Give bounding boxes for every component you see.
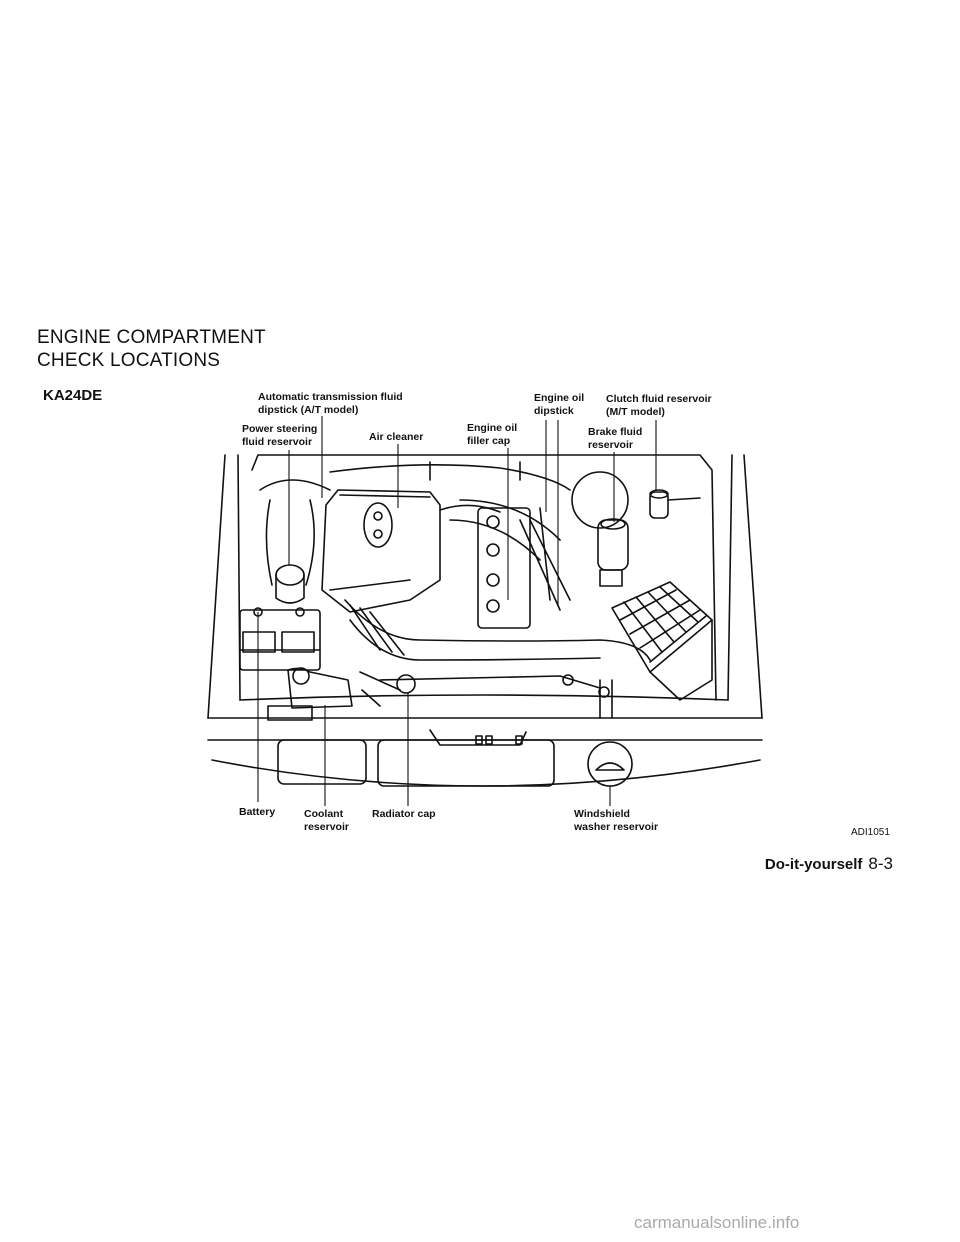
brake-reservoir-shape: [571, 471, 629, 587]
footer-page-number: 8-3: [868, 854, 893, 873]
label-atf-line1: Automatic transmission fluid: [258, 391, 403, 403]
label-clutch-line1: Clutch fluid reservoir: [606, 393, 712, 405]
section-title-line1: ENGINE COMPARTMENT: [37, 327, 266, 348]
label-clutch-line2: (M/T model): [606, 406, 665, 418]
label-atf-dipstick: Automatic transmission fluid dipstick (A…: [258, 391, 403, 417]
section-title: ENGINE COMPARTMENT CHECK LOCATIONS: [37, 326, 266, 372]
label-oil-dipstick-line2: dipstick: [534, 405, 574, 417]
label-power-steering: Power steering fluid reservoir: [242, 423, 317, 449]
label-washer-line2: washer reservoir: [574, 821, 659, 833]
engine-model-label: KA24DE: [43, 387, 103, 404]
label-washer-reservoir: Windshield washer reservoir: [574, 808, 658, 834]
label-radiator-line1: Radiator cap: [372, 808, 436, 820]
label-atf-line2: dipstick (A/T model): [258, 404, 359, 416]
label-battery-line1: Battery: [239, 806, 276, 818]
body-outline: [207, 454, 763, 719]
label-coolant-line2: reservoir: [304, 821, 349, 833]
label-brake-line1: Brake fluid: [588, 426, 643, 438]
label-oil-filler-line1: Engine oil: [467, 422, 518, 434]
label-coolant-line1: Coolant: [304, 808, 344, 820]
label-oil-filler-cap: Engine oil filler cap: [467, 422, 517, 448]
label-oil-dipstick: Engine oil dipstick: [534, 392, 584, 418]
section-title-line2: CHECK LOCATIONS: [37, 350, 221, 371]
label-clutch-reservoir: Clutch fluid reservoir (M/T model): [606, 393, 712, 419]
power-steering-reservoir-shape: [259, 479, 331, 604]
label-air-cleaner-line1: Air cleaner: [369, 431, 424, 443]
label-battery: Battery: [239, 806, 275, 819]
label-power-steering-line2: fluid reservoir: [242, 436, 313, 448]
page-footer: Do-it-yourself 8-3: [765, 854, 893, 874]
air-filter-grid: [611, 581, 713, 701]
label-air-cleaner: Air cleaner: [369, 431, 423, 444]
label-oil-dipstick-line1: Engine oil: [534, 392, 585, 404]
label-power-steering-line1: Power steering: [242, 423, 318, 435]
air-cleaner-shape: [321, 489, 441, 613]
label-brake-reservoir: Brake fluid reservoir: [588, 426, 642, 452]
watermark: carmanualsonline.info: [634, 1213, 800, 1232]
label-radiator-cap: Radiator cap: [372, 808, 436, 821]
coolant-reservoir-shape: [287, 667, 353, 709]
label-washer-line1: Windshield: [574, 808, 630, 820]
radiator-cap-shape: [396, 674, 416, 694]
footer-section: Do-it-yourself: [764, 856, 863, 873]
clutch-reservoir-shape: [649, 489, 701, 519]
figure-code: ADI1051: [851, 827, 890, 838]
label-brake-line2: reservoir: [588, 439, 633, 451]
label-coolant-reservoir: Coolant reservoir: [304, 808, 349, 834]
label-oil-filler-line2: filler cap: [467, 435, 511, 447]
